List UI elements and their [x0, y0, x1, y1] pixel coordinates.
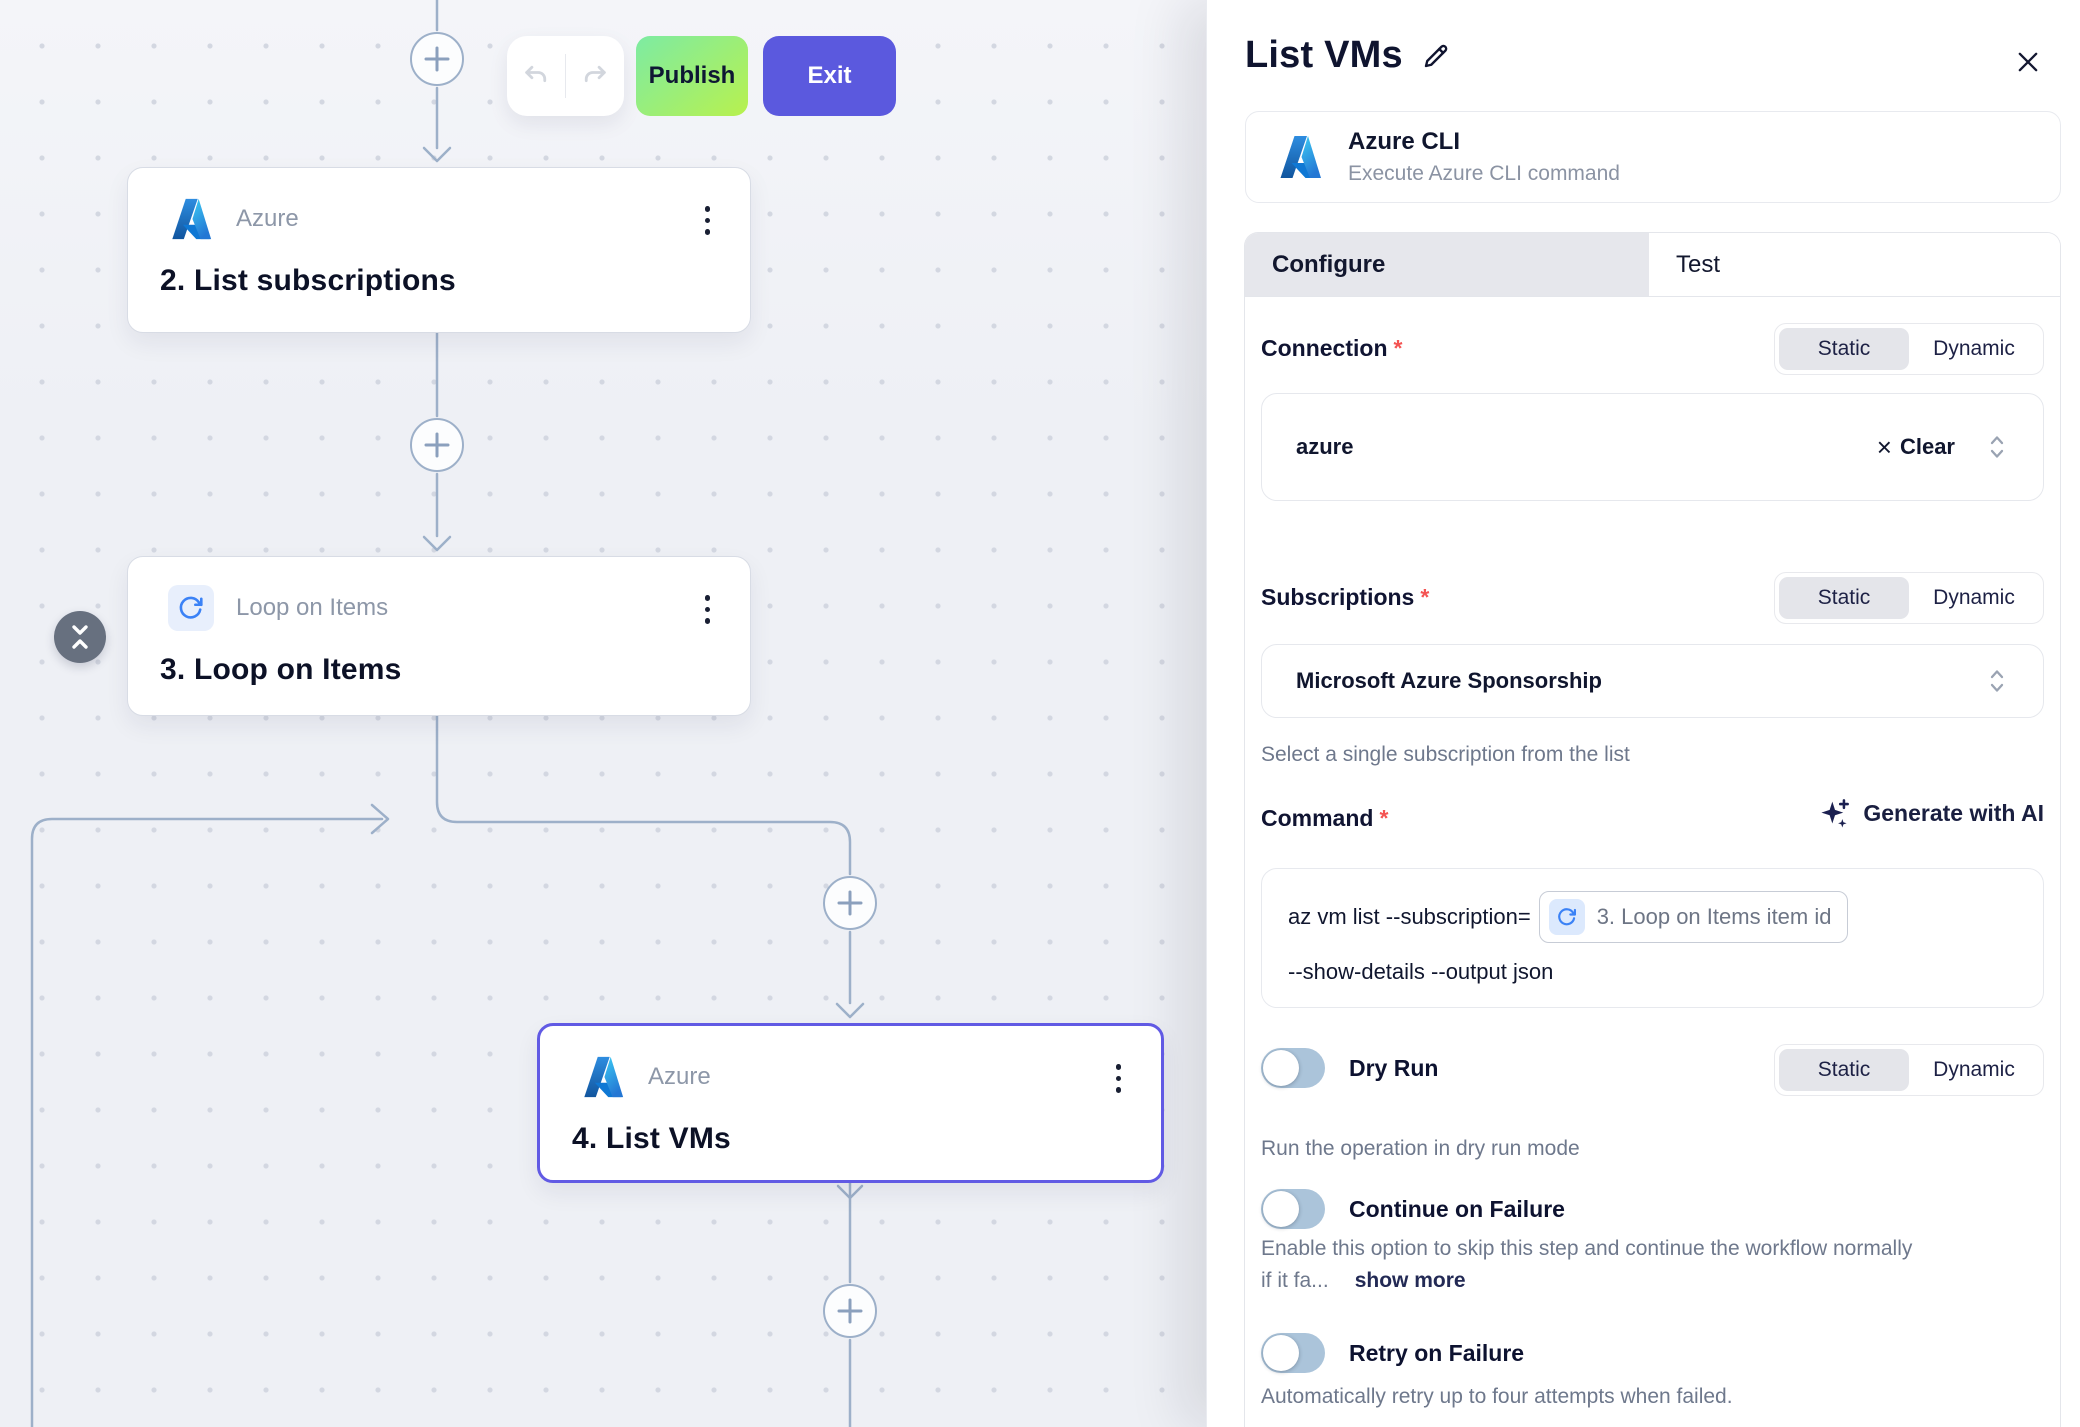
app-card-azure-cli: Azure CLI Execute Azure CLI command [1245, 111, 2061, 203]
connection-select[interactable]: azure × Clear [1261, 393, 2044, 501]
collapse-loop-button[interactable] [54, 611, 106, 663]
exit-button[interactable]: Exit [763, 36, 896, 116]
plus-icon [837, 1298, 863, 1324]
command-editor[interactable]: az vm list --subscription= 3. Loop on It… [1261, 868, 2044, 1008]
retry-on-failure-helper: Automatically retry up to four attempts … [1261, 1385, 1733, 1408]
loop-icon [168, 585, 214, 631]
add-step-button[interactable] [823, 1284, 877, 1338]
node-header: Loop on Items [168, 585, 388, 631]
dynamic-option[interactable]: Dynamic [1933, 1058, 2015, 1081]
tab-bar: Configure Test [1245, 233, 2060, 297]
app-name: Azure CLI [1348, 128, 1461, 155]
azure-logo-icon [1280, 136, 1321, 178]
connection-value: azure [1296, 434, 1354, 459]
variable-chip-loop-item-id[interactable]: 3. Loop on Items item id [1538, 891, 1849, 943]
azure-logo-icon [172, 198, 212, 240]
continue-on-failure-helper-line2: if it fa...show more [1261, 1269, 1466, 1292]
node-title: 3. Loop on Items [160, 653, 402, 686]
add-step-button[interactable] [410, 32, 464, 86]
undo-redo-toolbar [507, 36, 624, 116]
redo-icon [584, 65, 606, 83]
app-description: Execute Azure CLI command [1348, 162, 1620, 185]
node-title: 2. List subscriptions [160, 264, 456, 297]
retry-on-failure-toggle[interactable] [1261, 1333, 1325, 1373]
select-carets-icon [1990, 436, 2004, 458]
subscriptions-label: Subscriptions* [1261, 584, 1430, 610]
workflow-node-list-subscriptions[interactable]: Azure 2. List subscriptions [127, 167, 751, 333]
continue-on-failure-helper-line1: Enable this option to skip this step and… [1261, 1237, 1913, 1260]
node-header: Azure [580, 1054, 711, 1100]
configure-tab-content: Connection* Static Dynamic azure × Clear [1245, 297, 2060, 1427]
workflow-canvas[interactable]: Azure 2. List subscriptions Loop on Item… [0, 0, 1206, 1427]
divider [564, 54, 567, 98]
variable-chip-label: 3. Loop on Items item id [1596, 904, 1832, 929]
plus-icon [837, 890, 863, 916]
kebab-menu-icon[interactable] [1110, 1058, 1128, 1099]
generate-with-ai-label: Generate with AI [1863, 799, 2044, 826]
required-marker: * [1393, 335, 1403, 361]
edit-pencil-icon[interactable] [1421, 41, 1451, 71]
static-option[interactable]: Static [1779, 328, 1909, 370]
command-text-line2: --show-details --output json [1288, 959, 1554, 984]
clear-connection-button[interactable]: × Clear [1876, 432, 1955, 462]
add-step-button[interactable] [410, 418, 464, 472]
publish-button[interactable]: Publish [636, 36, 748, 116]
required-marker: * [1420, 584, 1430, 610]
redo-button[interactable] [566, 62, 624, 90]
node-title: 4. List VMs [572, 1122, 731, 1155]
static-option[interactable]: Static [1779, 577, 1909, 619]
close-panel-button[interactable] [2010, 44, 2046, 80]
retry-on-failure-label: Retry on Failure [1349, 1340, 1525, 1366]
close-icon [2018, 52, 2038, 72]
config-tabs-container: Configure Test Connection* Static Dynami… [1244, 232, 2061, 1427]
command-label: Command* [1261, 805, 1389, 831]
add-step-button[interactable] [823, 876, 877, 930]
subscriptions-select[interactable]: Microsoft Azure Sponsorship [1261, 644, 2044, 718]
workflow-node-list-vms[interactable]: Azure 4. List VMs [537, 1023, 1164, 1183]
loop-icon [1548, 899, 1585, 935]
kebab-menu-icon[interactable] [699, 200, 717, 241]
dynamic-option[interactable]: Dynamic [1933, 586, 2015, 609]
connection-label: Connection* [1261, 335, 1403, 361]
clear-x-icon: × [1876, 432, 1892, 462]
dry-run-label: Dry Run [1349, 1055, 1439, 1081]
subscriptions-helper: Select a single subscription from the li… [1261, 743, 1630, 766]
sparkle-ai-icon [1821, 799, 1850, 828]
node-header: Azure [168, 196, 299, 242]
undo-button[interactable] [507, 62, 565, 90]
azure-logo-icon [584, 1056, 624, 1098]
subscriptions-value: Microsoft Azure Sponsorship [1296, 668, 1602, 693]
kebab-menu-icon[interactable] [699, 589, 717, 630]
required-marker: * [1379, 805, 1389, 831]
continue-on-failure-label: Continue on Failure [1349, 1196, 1565, 1222]
dry-run-toggle[interactable] [1261, 1048, 1325, 1088]
static-option[interactable]: Static [1779, 1049, 1909, 1091]
tab-configure[interactable]: Configure [1245, 233, 1649, 296]
tab-test[interactable]: Test [1649, 233, 2060, 296]
workflow-node-loop-on-items[interactable]: Loop on Items 3. Loop on Items [127, 556, 751, 716]
show-more-link[interactable]: show more [1354, 1269, 1466, 1292]
node-app-label: Loop on Items [236, 594, 389, 621]
select-carets-icon [1990, 670, 2004, 692]
step-config-panel: List VMs Azure CLI Execute Azure CLI com… [1206, 0, 2080, 1427]
generate-with-ai-button[interactable]: Generate with AI [1819, 797, 2044, 829]
dynamic-option[interactable]: Dynamic [1933, 337, 2015, 360]
undo-icon [525, 65, 547, 83]
plus-icon [424, 46, 450, 72]
collapse-icon [72, 625, 88, 649]
node-app-label: Azure [236, 205, 299, 232]
panel-title-row: List VMs [1245, 34, 1451, 77]
page-title: List VMs [1245, 34, 1403, 76]
command-text-line1: az vm list --subscription= [1288, 904, 1531, 929]
subscriptions-mode-segmented: Static Dynamic [1774, 572, 2044, 624]
plus-icon [424, 432, 450, 458]
continue-on-failure-toggle[interactable] [1261, 1189, 1325, 1229]
dry-run-helper: Run the operation in dry run mode [1261, 1137, 1580, 1160]
dry-run-mode-segmented: Static Dynamic [1774, 1044, 2044, 1096]
connection-mode-segmented: Static Dynamic [1774, 323, 2044, 375]
node-app-label: Azure [648, 1063, 711, 1090]
